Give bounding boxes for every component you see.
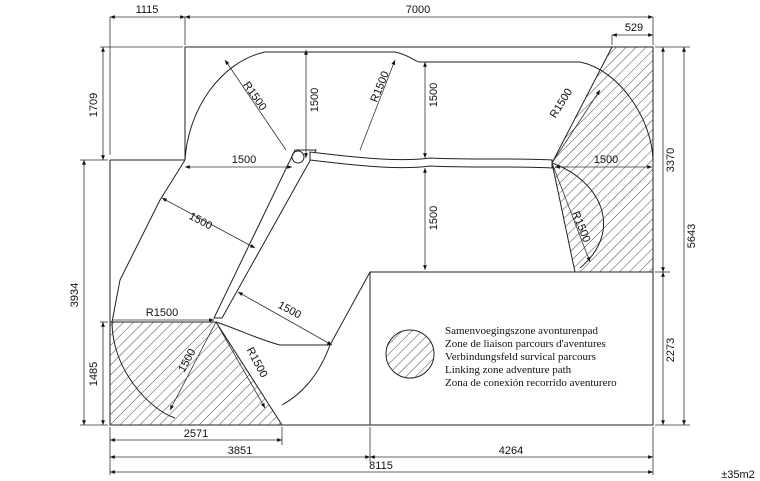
legend-hatch-swatch bbox=[385, 329, 435, 379]
legend-line-4: Linking zone adventure path bbox=[445, 364, 572, 376]
label-v-top-1: 1500 bbox=[309, 88, 321, 112]
dim-left-mid: 3934 bbox=[69, 283, 81, 307]
dim-top-left: 1115 bbox=[136, 4, 159, 16]
area-label: ±35m2 bbox=[721, 469, 755, 481]
dim-top-total: 7000 bbox=[406, 4, 430, 16]
legend-line-5: Zona de conexión recorrido aventurero bbox=[445, 377, 617, 389]
label-diag-lower: 1500 bbox=[276, 299, 303, 321]
legend-line-3: Verbindungsfeld survical parcours bbox=[445, 351, 596, 363]
dim-bottom-c: 4264 bbox=[499, 445, 523, 457]
legend: Samenvoegingszone avonturenpad Zone de l… bbox=[385, 325, 617, 389]
dim-bottom-b: 3851 bbox=[228, 445, 252, 457]
dim-right-upper: 3370 bbox=[665, 148, 677, 172]
dim-right-total: 5643 bbox=[686, 224, 698, 248]
label-v-top-2: 1500 bbox=[428, 83, 440, 107]
dim-top-right: 529 bbox=[625, 22, 643, 34]
dim-left-bottom: 1485 bbox=[88, 362, 100, 386]
label-r-bottom-left: R1500 bbox=[146, 307, 178, 319]
label-h-left-platform: 1500 bbox=[232, 154, 256, 166]
label-r-top-left: R1500 bbox=[240, 80, 268, 113]
label-h-right: 1500 bbox=[594, 154, 618, 166]
linking-zone-bottom-left bbox=[109, 321, 283, 426]
legend-line-2: Zone de liaison parcours d'aventures bbox=[445, 338, 606, 350]
dim-bottom-a: 2571 bbox=[184, 428, 208, 440]
label-diag-upper: 1500 bbox=[187, 210, 214, 232]
legend-line-1: Samenvoegingszone avonturenpad bbox=[445, 325, 599, 337]
label-r-right-upper: R1500 bbox=[548, 86, 575, 120]
dim-left-top: 1709 bbox=[88, 93, 100, 117]
label-v-center: 1500 bbox=[428, 206, 440, 230]
dim-right-lower: 2273 bbox=[665, 338, 677, 362]
exterior-dimension-lines bbox=[80, 15, 690, 475]
adventure-path-beam bbox=[213, 149, 553, 319]
label-r-top-mid: R1500 bbox=[369, 70, 392, 105]
interior-dimension-lines bbox=[112, 50, 652, 411]
dim-bottom-total: 8115 bbox=[369, 460, 393, 472]
